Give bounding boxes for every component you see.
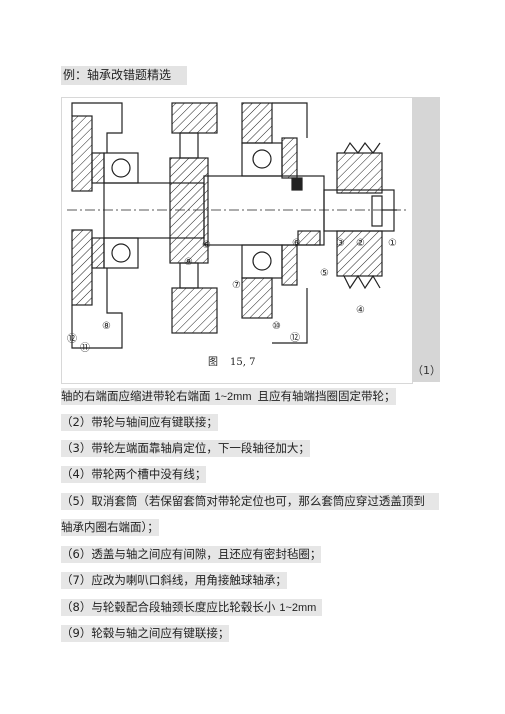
answer-line-5-text: （5）取消套筒（若保留套筒对带轮定位也可，那么套筒应穿过透盖顶到 bbox=[61, 494, 425, 508]
answer-line-3-text: （3）带轮左端面靠轴肩定位，下一段轴径加大； bbox=[61, 441, 310, 455]
answer-line-1-value: 1~2mm bbox=[214, 391, 252, 403]
answer-line-6: （6）透盖与轴之间应有间隙，且还应有密封毡圈； bbox=[61, 546, 322, 563]
svg-text:①: ① bbox=[388, 238, 397, 249]
svg-text:⑥: ⑥ bbox=[202, 240, 211, 251]
answer-line-9-text: （9）轮毂与轴之间应有键联接； bbox=[61, 626, 230, 640]
page-title: 例：轴承改错题精选 bbox=[61, 66, 187, 85]
answer-line-8-text: （8）与轮毂配合段轴颈长度应比轮毂长小 bbox=[61, 600, 276, 614]
answer-line-7-text: （7）应改为喇叭口斜线，用角接触球轴承； bbox=[61, 573, 287, 587]
answer-line-4-text: （4）带轮两个槽中没有线； bbox=[61, 467, 207, 481]
answer-line-3: （3）带轮左端面靠轴肩定位，下一段轴径加大； bbox=[61, 440, 310, 457]
svg-text:②: ② bbox=[356, 238, 365, 249]
svg-text:④: ④ bbox=[356, 305, 365, 316]
svg-text:⑪: ⑪ bbox=[80, 342, 90, 354]
answer-line-8-value: 1~2mm bbox=[279, 602, 317, 614]
shaft-assembly-figure: ① ② ③ ④ ⑤ ⑥ ⑦ ⑧ ⑨ ⑩ ⑪ ⑫ ⑫ ⑥ bbox=[61, 97, 413, 384]
answer-line-7: （7）应改为喇叭口斜线，用角接触球轴承； bbox=[61, 572, 287, 589]
svg-text:⑩: ⑩ bbox=[272, 321, 281, 332]
svg-text:⑥: ⑥ bbox=[292, 238, 301, 249]
svg-text:③: ③ bbox=[336, 238, 345, 249]
svg-text:⑫: ⑫ bbox=[290, 332, 300, 344]
side-column bbox=[412, 97, 440, 382]
figure-caption-number: 15, 7 bbox=[230, 357, 256, 368]
svg-text:⑧: ⑧ bbox=[102, 321, 111, 332]
figure-caption: 图 15, 7 bbox=[208, 353, 255, 368]
side-item-number: （1） bbox=[412, 364, 441, 377]
answer-line-9: （9）轮毂与轴之间应有键联接； bbox=[61, 625, 230, 642]
svg-text:⑤: ⑤ bbox=[320, 268, 329, 279]
answer-line-2: （2）带轮与轴间应有键联接； bbox=[61, 414, 218, 431]
answer-line-1-text: 轴的右端面应缩进带轮右端面 bbox=[61, 389, 211, 403]
answer-line-6-text: （6）透盖与轴之间应有间隙，且还应有密封毡圈； bbox=[61, 547, 322, 561]
answer-line-1-tail: 且应有轴端挡圈固定带轮； bbox=[257, 389, 396, 403]
answer-line-2-text: （2）带轮与轴间应有键联接； bbox=[61, 415, 218, 429]
svg-text:⑫: ⑫ bbox=[67, 333, 77, 345]
answer-line-5: （5）取消套筒（若保留套筒对带轮定位也可，那么套筒应穿过透盖顶到 bbox=[61, 493, 439, 510]
answer-line-5-cont-text: 轴承内圈右端面）； bbox=[61, 520, 159, 534]
answer-line-5-cont: 轴承内圈右端面）； bbox=[61, 519, 159, 536]
figure-caption-prefix: 图 bbox=[208, 357, 218, 368]
answer-line-4: （4）带轮两个槽中没有线； bbox=[61, 466, 207, 483]
svg-text:⑦: ⑦ bbox=[232, 280, 241, 291]
svg-text:⑨: ⑨ bbox=[184, 257, 193, 268]
